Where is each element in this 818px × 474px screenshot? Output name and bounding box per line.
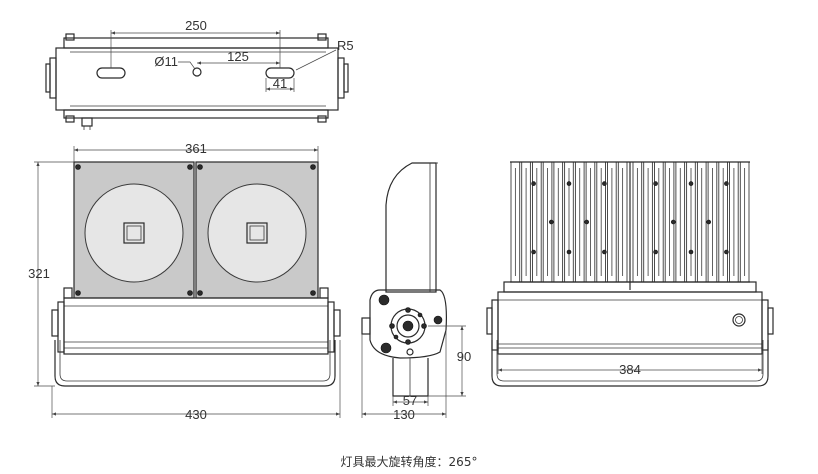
heatsink-screw xyxy=(602,181,607,186)
heatsink-screw xyxy=(566,249,572,255)
heatsink-screw xyxy=(670,219,676,225)
heatsink-screw xyxy=(531,249,536,255)
heatsink-screw xyxy=(688,181,694,186)
dim-430: 430 xyxy=(185,407,207,422)
dim-90: 90 xyxy=(457,349,471,364)
dim-250: 250 xyxy=(185,18,207,33)
dim-radius: R5 xyxy=(337,38,354,53)
heatsink-screw xyxy=(706,219,712,225)
cable-gland xyxy=(732,313,746,327)
heatsink-screw xyxy=(602,249,607,255)
rotation-angle-caption: 灯具最大旋转角度：265° xyxy=(341,454,478,469)
side-view: 90 57 130 xyxy=(361,162,471,422)
heatsink-screw xyxy=(548,219,554,225)
dim-hole-diameter: Ø11 xyxy=(154,54,178,69)
heatsink-screw xyxy=(566,181,572,186)
bolt-bottom-left xyxy=(380,342,392,354)
dim-321: 321 xyxy=(28,266,50,281)
left-mounting-slot xyxy=(96,67,126,79)
rear-view: 384 xyxy=(486,161,774,387)
heatsink-screw xyxy=(724,181,729,186)
heatsink-screw xyxy=(653,181,658,186)
dim-384: 384 xyxy=(619,362,641,377)
dim-130: 130 xyxy=(393,407,415,422)
bolt-top-left xyxy=(378,294,390,306)
heatsink-screw xyxy=(584,219,590,225)
bolt-right xyxy=(433,315,443,325)
front-view: 361 321 430 xyxy=(28,141,341,422)
center-hole xyxy=(192,67,202,77)
dim-41: 41 xyxy=(273,76,287,91)
heatsink-screw xyxy=(653,249,658,255)
dim-361: 361 xyxy=(185,141,207,156)
dim-125: 125 xyxy=(227,49,249,64)
dim-57: 57 xyxy=(403,393,417,408)
top-view: 250 Ø11 125 41 R5 xyxy=(45,18,354,130)
heatsink-screw xyxy=(724,249,729,255)
heatsink-screw xyxy=(688,249,694,255)
heatsink-screw xyxy=(531,181,536,186)
